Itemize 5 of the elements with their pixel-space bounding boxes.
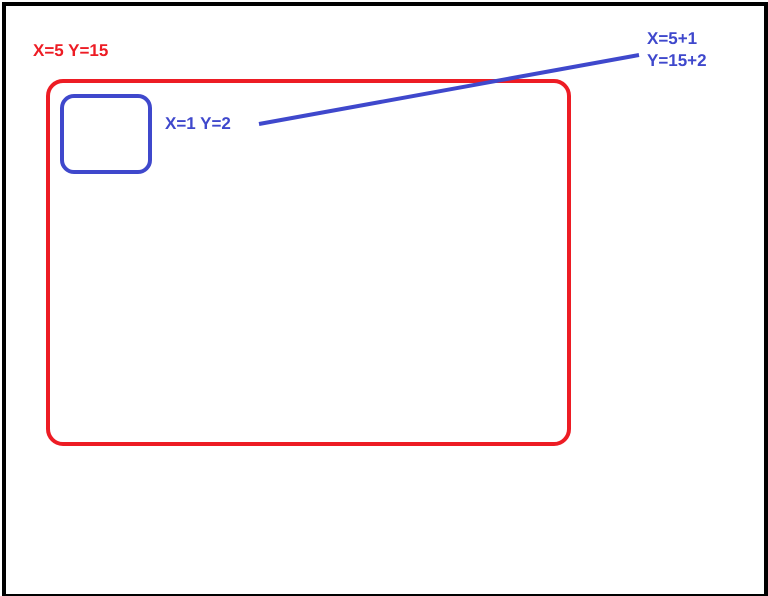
- connector-line: [258, 53, 640, 126]
- region-label: X=5 Y=15: [33, 40, 108, 62]
- coordinate-text: X=5+1 Y=15+2: [647, 28, 708, 72]
- coordinate-text: X=1 Y=2: [165, 113, 232, 135]
- inner-box: [60, 94, 152, 174]
